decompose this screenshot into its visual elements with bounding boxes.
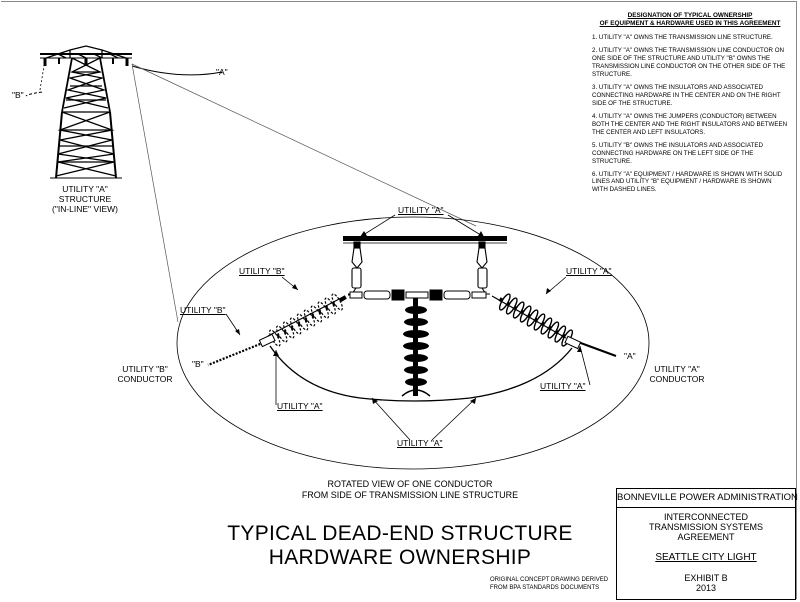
utility-b-line-conductor bbox=[25, 91, 43, 97]
left-conductor-label-line2: CONDUCTOR bbox=[117, 374, 173, 384]
left-insulator-owner-label: UTILITY "B" bbox=[239, 266, 285, 276]
source-footnote-line1: ORIGINAL CONCEPT DRAWING DERIVED bbox=[490, 577, 609, 583]
right-conductor-label-line1: UTILITY "A" bbox=[654, 364, 700, 374]
callout-line-right bbox=[131, 63, 477, 227]
notes-title: DESIGNATION OF TYPICAL OWNERSHIP OF EQUI… bbox=[592, 12, 788, 28]
title-block-agreement-line2: TRANSMISSION SYSTEMS bbox=[648, 522, 764, 532]
detail-ellipse bbox=[176, 216, 650, 470]
source-footnote: ORIGINAL CONCEPT DRAWING DERIVED FROM BP… bbox=[490, 576, 630, 592]
end-b-label: "B" bbox=[192, 359, 204, 369]
title-block-year: 2013 bbox=[695, 583, 717, 593]
center-post-insulator bbox=[401, 298, 431, 397]
transmission-tower bbox=[40, 45, 132, 179]
rotated-view-caption-line2: FROM SIDE OF TRANSMISSION LINE STRUCTURE bbox=[301, 490, 519, 500]
note-item: 3. UTILITY "A" OWNS THE INSULATORS AND A… bbox=[592, 84, 781, 107]
right-jumper-owner-label: UTILITY "A" bbox=[540, 381, 586, 391]
structure-caption: UTILITY "A" STRUCTURE ("IN-LINE" VIEW) bbox=[30, 184, 140, 214]
title-block-org: BONNEVILLE POWER ADMINISTRATION bbox=[617, 489, 798, 508]
source-footnote-line2: FROM BPA STANDARDS DOCUMENTS bbox=[490, 585, 600, 591]
right-insulator-owner-label: UTILITY "A" bbox=[566, 266, 612, 276]
crossarm-owner-label: UTILITY "A" bbox=[398, 205, 444, 215]
notes-title-line1: DESIGNATION OF TYPICAL OWNERSHIP bbox=[627, 12, 753, 19]
jumper-conductor bbox=[269, 345, 573, 402]
left-dead-end-clamp bbox=[207, 295, 346, 367]
dead-end-hardware-chain bbox=[348, 289, 487, 301]
left-jumper-owner-label: UTILITY "A" bbox=[277, 401, 323, 411]
note-item: 6. UTILITY "A" EQUIPMENT / HARDWARE IS S… bbox=[592, 170, 783, 194]
callout-line-left bbox=[131, 63, 179, 323]
title-block-utility: SEATTLE CITY LIGHT bbox=[655, 552, 757, 563]
tower-line-a-label: "A" bbox=[216, 67, 228, 77]
note-item: 5. UTILITY "B" OWNS THE INSULATORS AND A… bbox=[592, 141, 763, 165]
tower-conductor-left-dashed bbox=[39, 65, 45, 91]
drawing-title-line2: HARDWARE OWNERSHIP bbox=[268, 546, 532, 569]
title-block-agreement-line3: AGREEMENT bbox=[677, 532, 735, 542]
title-block-agreement: INTERCONNECTED TRANSMISSION SYSTEMS AGRE… bbox=[617, 508, 795, 542]
title-block: BONNEVILLE POWER ADMINISTRATION INTERCON… bbox=[616, 488, 798, 600]
end-a-label: "A" bbox=[624, 351, 636, 361]
structure-caption-line1: UTILITY "A" bbox=[62, 184, 108, 194]
drawing-title-line1: TYPICAL DEAD-END STRUCTURE bbox=[227, 522, 573, 545]
left-conductor-label: UTILITY "B" CONDUCTOR bbox=[110, 364, 180, 384]
title-block-agreement-line1: INTERCONNECTED bbox=[663, 512, 748, 522]
leader-arrowheads bbox=[235, 231, 582, 404]
structure-caption-line3: ("IN-LINE" VIEW) bbox=[51, 204, 118, 214]
rotated-view-caption-line1: ROTATED VIEW OF ONE CONDUCTOR bbox=[327, 479, 493, 489]
left-conductor-label-line1: UTILITY "B" bbox=[122, 364, 168, 374]
title-block-exhibit-label: EXHIBIT B bbox=[684, 573, 728, 583]
title-block-exhibit: EXHIBIT B 2013 bbox=[617, 573, 795, 593]
left-hardware-owner-label: UTILITY "B" bbox=[180, 305, 226, 315]
hanger-links bbox=[348, 241, 490, 295]
tower-line-b-label: "B" bbox=[12, 90, 24, 100]
ownership-notes: DESIGNATION OF TYPICAL OWNERSHIP OF EQUI… bbox=[592, 12, 788, 199]
note-item: 1. UTILITY "A" OWNS THE TRANSMISSION LIN… bbox=[592, 34, 773, 42]
note-item: 4. UTILITY "A" OWNS THE JUMPERS (CONDUCT… bbox=[592, 112, 788, 136]
left-insulator-string bbox=[269, 293, 347, 347]
rotated-view-caption: ROTATED VIEW OF ONE CONDUCTOR FROM SIDE … bbox=[250, 479, 570, 501]
right-conductor-label-line2: CONDUCTOR bbox=[649, 374, 705, 384]
center-insulator-owner-label: UTILITY "A" bbox=[397, 438, 443, 448]
notes-title-line2: OF EQUIPMENT & HARDWARE USED IN THIS AGR… bbox=[599, 20, 781, 28]
note-item: 2. UTILITY "A" OWNS THE TRANSMISSION LIN… bbox=[592, 47, 786, 79]
right-dead-end-clamp bbox=[491, 295, 617, 357]
drawing-title: TYPICAL DEAD-END STRUCTURE HARDWARE OWNE… bbox=[200, 522, 600, 570]
structure-caption-line2: STRUCTURE bbox=[58, 194, 112, 204]
right-conductor-label: UTILITY "A" CONDUCTOR bbox=[642, 364, 712, 384]
